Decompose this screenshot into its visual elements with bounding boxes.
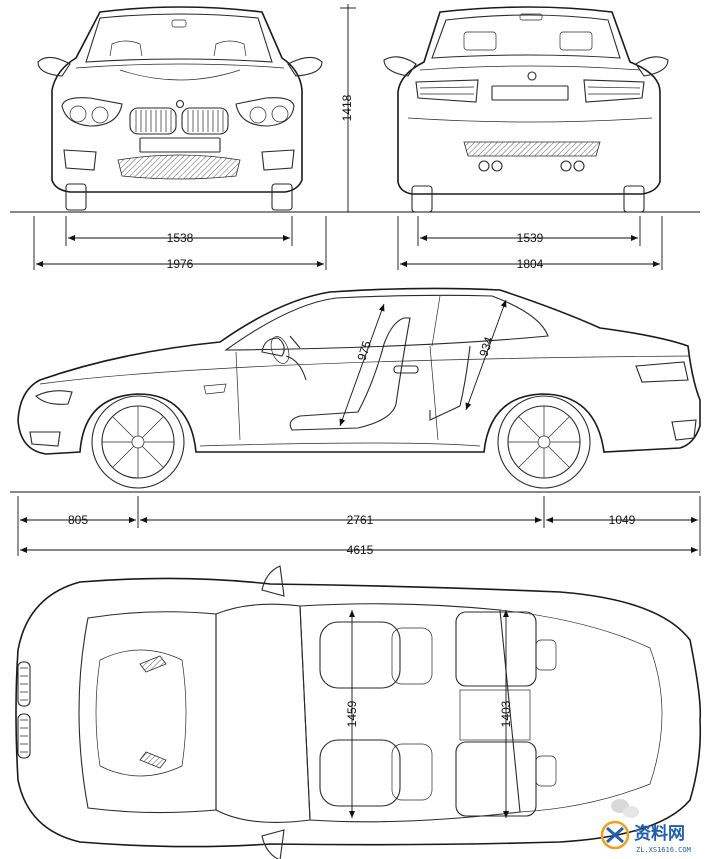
dim-wheelbase-label: 2761 [347,513,374,527]
watermark-brand: 资料网 [634,823,685,844]
bmw-roundel-icon [175,99,185,109]
dim-front-shoulder-label: 1459 [345,700,359,727]
front-view [37,6,323,211]
dim-rear-width-label: 1804 [517,257,544,271]
dim-front-headroom-label: 975 [354,339,374,363]
dim-rear-headroom-label: 934 [476,335,496,359]
dim-height-label: 1418 [340,94,354,121]
dim-rear-shoulder-label: 1403 [499,700,513,727]
top-view [15,565,702,859]
dim-front-overhang-label: 805 [68,513,88,527]
dim-front-width-label: 1976 [167,257,194,271]
front-dims: 1538 1976 [33,216,327,271]
watermark-url: ZL.XS1616.COM [636,846,691,854]
dim-length-label: 4615 [347,543,374,557]
rear-view [383,6,669,213]
xs-logo-icon [600,820,630,850]
kidney-grille-icon [129,107,229,135]
rear-dims: 1539 1804 [397,216,663,271]
wechat-logo-icon [611,799,639,818]
dim-rear-track-label: 1539 [517,231,544,245]
length-dims: 805 2761 1049 4615 [17,496,701,557]
watermark: 资料网 ZL.XS1616.COM [600,799,691,854]
dim-front-track-label: 1538 [167,231,194,245]
side-view [17,287,701,489]
exhaust-pipe-icon [478,160,585,172]
bmw-roundel-icon [527,71,537,81]
dim-rear-overhang-label: 1049 [609,513,636,527]
